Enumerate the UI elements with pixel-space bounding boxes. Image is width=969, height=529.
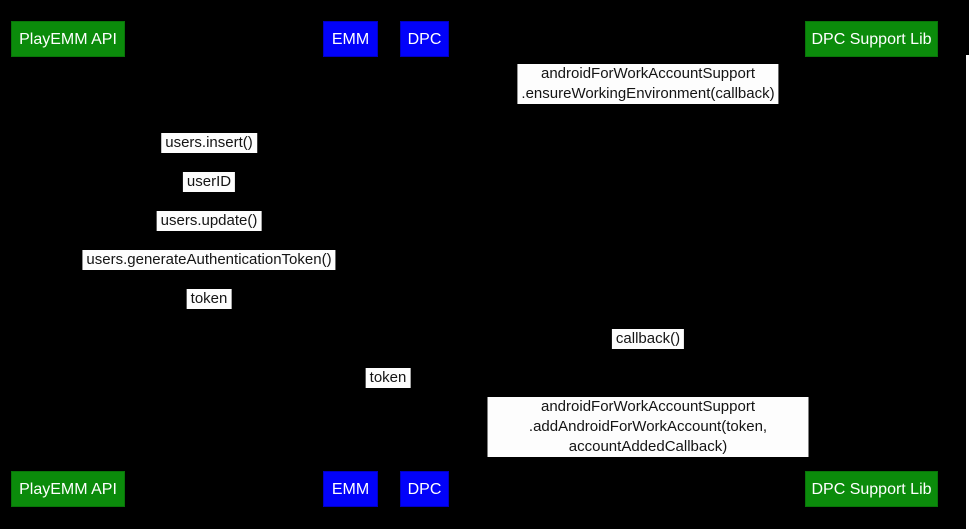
actor-playemm-api-bottom: PlayEMM API bbox=[11, 471, 125, 507]
actor-dpc-support-lib-bottom: DPC Support Lib bbox=[805, 471, 938, 507]
message-callback: callback() bbox=[611, 329, 685, 349]
message-users-update: users.update() bbox=[156, 211, 262, 231]
actor-dpc-support-lib-top: DPC Support Lib bbox=[805, 21, 938, 57]
actor-emm-top: EMM bbox=[323, 21, 378, 57]
actor-dpc-top: DPC bbox=[400, 21, 449, 57]
message-users-insert: users.insert() bbox=[161, 133, 257, 153]
message-token-to-dpc: token bbox=[365, 368, 411, 388]
actor-playemm-api-top: PlayEMM API bbox=[11, 21, 125, 57]
message-ensure-working-environment: androidForWorkAccountSupport .ensureWork… bbox=[517, 64, 779, 104]
actor-emm-bottom: EMM bbox=[323, 471, 378, 507]
message-token-to-emm: token bbox=[186, 289, 232, 309]
message-user-id: userID bbox=[182, 172, 236, 192]
message-add-android-for-work-account: androidForWorkAccountSupport .addAndroid… bbox=[487, 397, 809, 457]
message-generate-authentication-token: users.generateAuthenticationToken() bbox=[82, 250, 336, 270]
actor-dpc-bottom: DPC bbox=[400, 471, 449, 507]
scrollbar-thumb[interactable] bbox=[966, 55, 969, 529]
